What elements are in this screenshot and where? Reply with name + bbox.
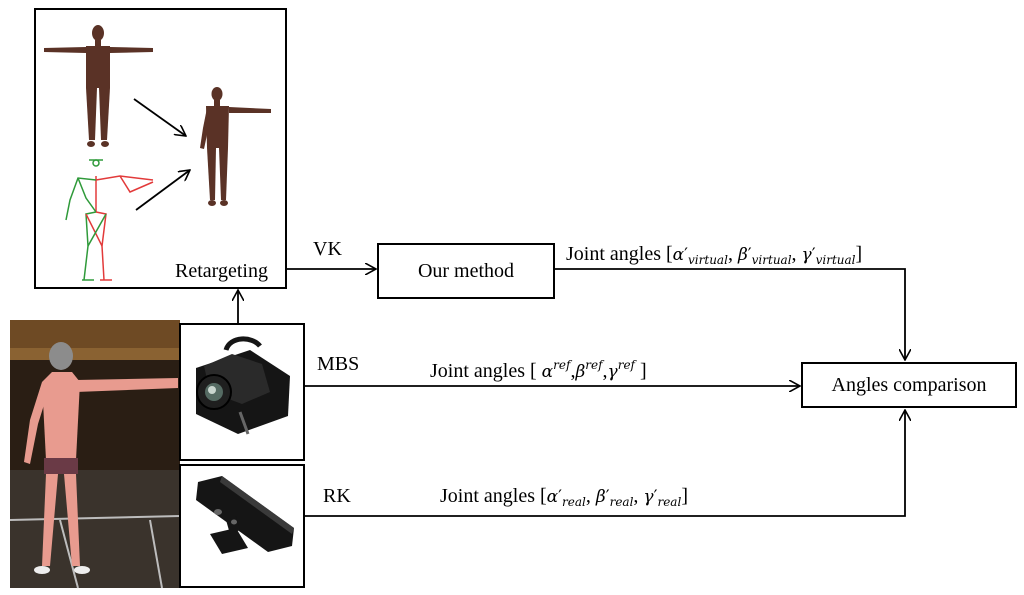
blurred-face bbox=[49, 342, 73, 370]
retargeting-label: Retargeting bbox=[175, 260, 268, 282]
skeleton-figure bbox=[65, 159, 154, 281]
mocap-camera-icon bbox=[196, 336, 290, 435]
arrow-skeleton-to-retargeted bbox=[135, 170, 190, 211]
retargeting-panel bbox=[34, 8, 287, 289]
vk-label: VK bbox=[313, 238, 342, 260]
rk-label: RK bbox=[323, 485, 351, 507]
connector-our-method-to-comparison bbox=[554, 268, 905, 360]
our-method-box bbox=[377, 243, 555, 299]
kinect-sensor-icon bbox=[196, 476, 294, 554]
virtual-joint-angles-equation: Joint angles [α′virtual, β′virtual, γ′vi… bbox=[566, 243, 863, 267]
retargeted-avatar bbox=[200, 87, 271, 206]
angles-comparison-box bbox=[801, 362, 1017, 408]
ref-joint-angles-equation: Joint angles [ αref,βref,γref ] bbox=[430, 358, 647, 382]
real-prefix: Joint angles bbox=[440, 485, 535, 507]
virtual-prefix: Joint angles bbox=[566, 243, 661, 265]
arrow-avatar-to-retargeted bbox=[133, 98, 186, 136]
subject-photo bbox=[9, 320, 181, 589]
connector-rk-to-comparison bbox=[304, 410, 905, 517]
real-joint-angles-equation: Joint angles [α′real, β′real, γ′real] bbox=[440, 485, 688, 509]
mbs-label: MBS bbox=[317, 353, 360, 375]
t-pose-avatar bbox=[44, 25, 153, 147]
ref-prefix: Joint angles bbox=[430, 360, 525, 382]
our-method-label: Our method bbox=[417, 259, 515, 282]
angles-comparison-label: Angles comparison bbox=[831, 373, 987, 396]
